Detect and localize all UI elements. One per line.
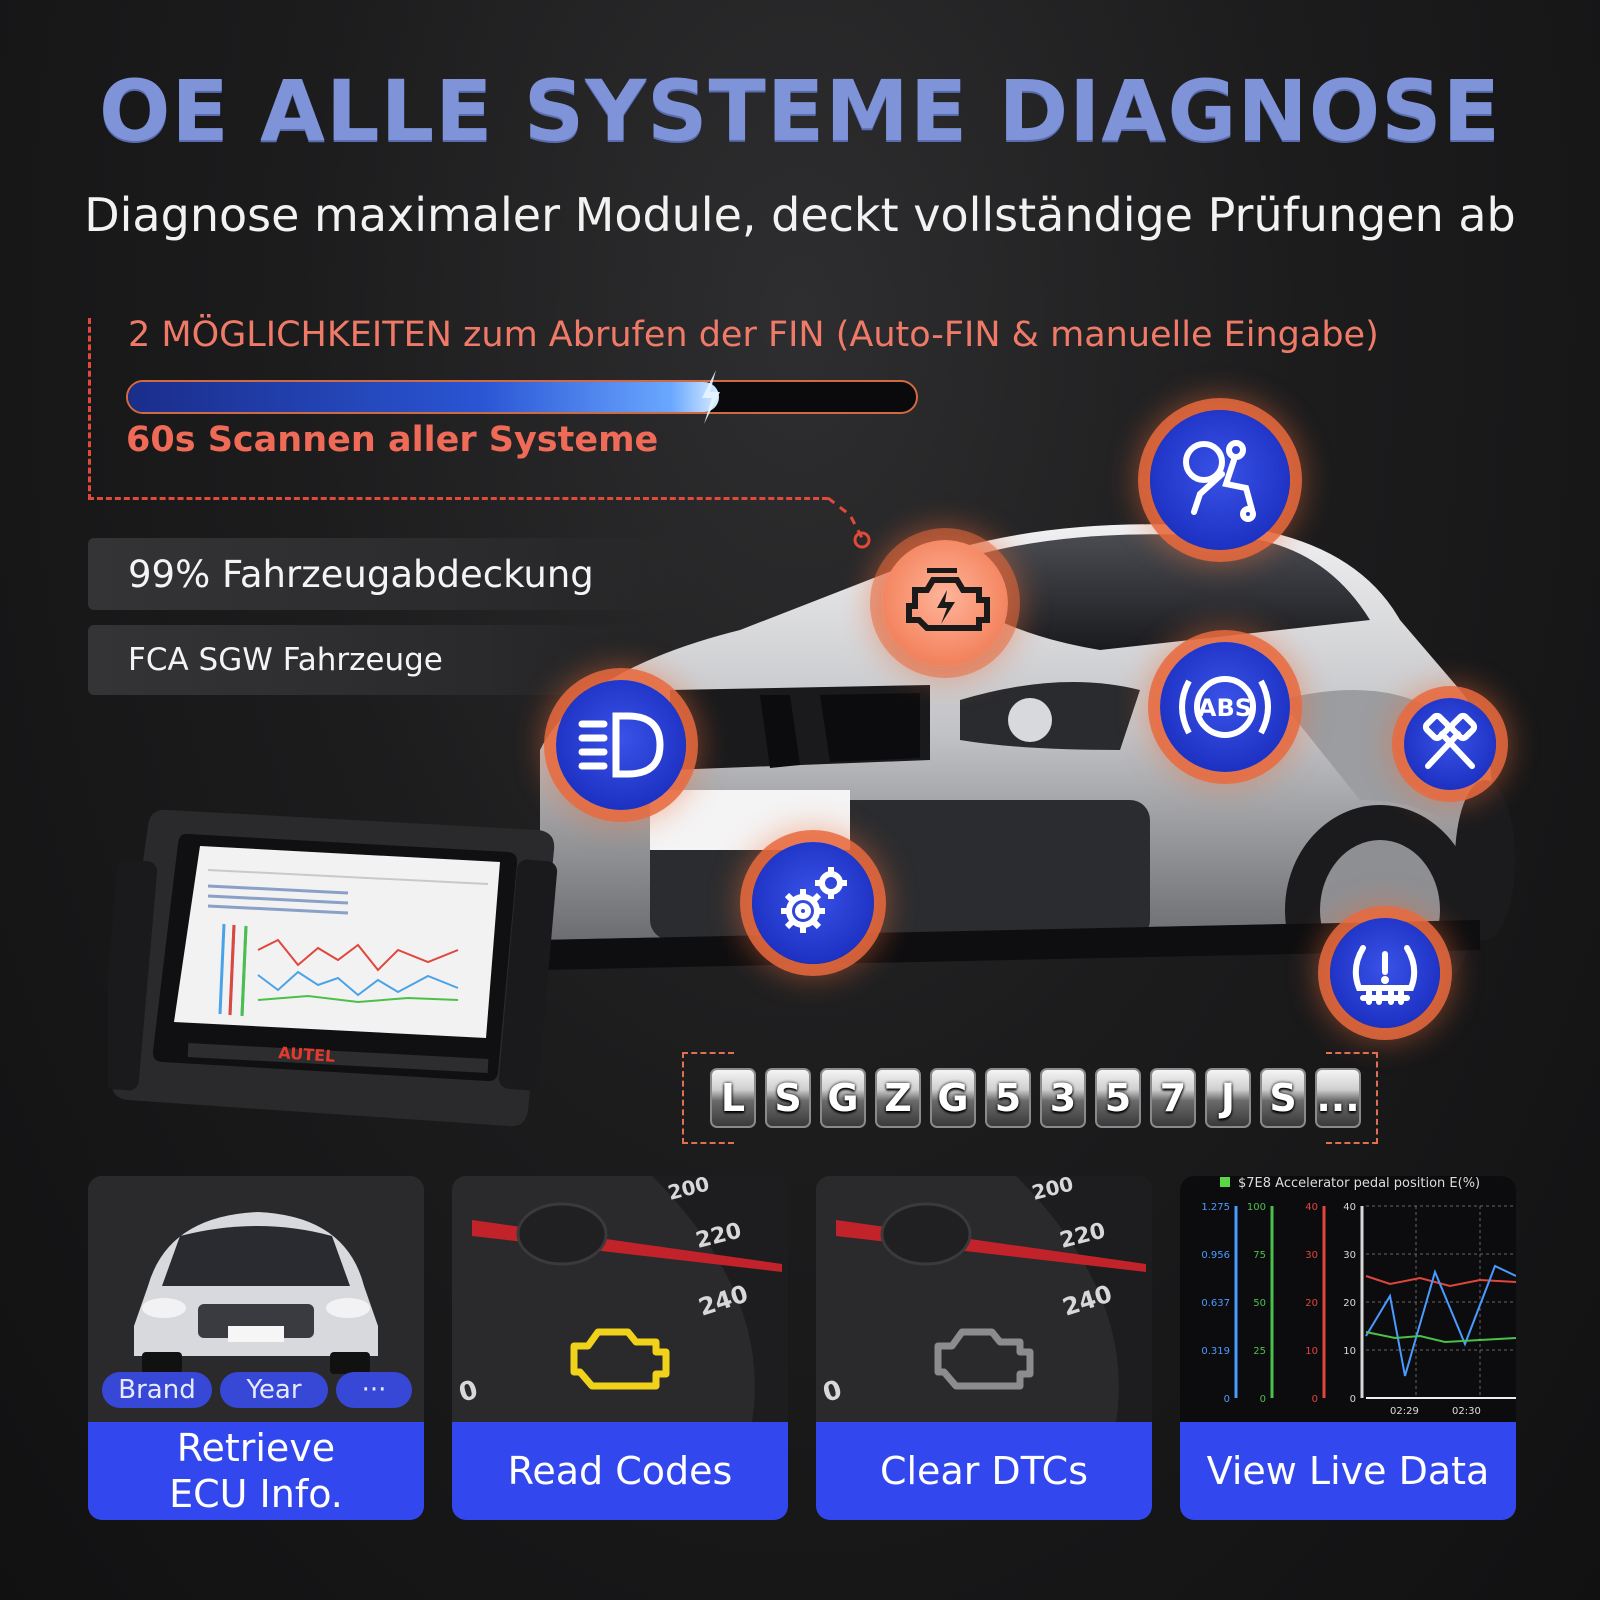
vin-char-4: G [930,1068,976,1128]
time-tick-0: 02:29 [1390,1406,1419,1417]
axis-tick-axis1-1: 0.956 [1201,1250,1230,1261]
axis-tick-axis3-3: 10 [1305,1346,1318,1357]
vin-bracket-left [682,1052,734,1144]
ecu-info-chips: Brand Year ··· [102,1372,412,1408]
vin-char-7: 5 [1095,1068,1141,1128]
page-subtitle: Diagnose maximaler Module, deckt vollstä… [84,188,1516,242]
axis-tick-axis4-0: 40 [1343,1202,1356,1213]
dashboard-gauge-image: 200 220 240 0 [816,1176,1152,1422]
vin-char-9: J [1205,1068,1251,1128]
legend-text: $7E8 Accelerator pedal position E(%) [1238,1176,1481,1191]
coverage-badge-text: 99% Fahrzeugabdeckung [128,552,594,596]
fca-badge-text: FCA SGW Fahrzeuge [128,642,443,678]
series-green-line [1365,1331,1516,1344]
fin-retrieval-text: 2 MÖGLICHKEITEN zum Abrufen der FIN (Aut… [128,315,1379,355]
vin-char-2: G [820,1068,866,1128]
scan-time-text: 60s Scannen aller Systeme [126,420,659,460]
series-red-line [1365,1275,1516,1288]
live-data-graph: 1.2750.9560.6370.31901007550250403020100… [1180,1176,1516,1422]
card-label: Read Codes [452,1422,788,1520]
chip-brand: Brand [102,1372,212,1408]
scan-progress-bar [126,380,918,414]
card-label: View Live Data [1180,1422,1516,1520]
axis-tick-axis4-3: 10 [1343,1346,1356,1357]
vin-char-0: L [710,1068,756,1128]
axis-tick-axis2-2: 50 [1253,1298,1266,1309]
dashboard-gauge-image: 200 220 240 0 [452,1176,788,1422]
fca-badge: FCA SGW Fahrzeuge [88,625,648,695]
airbag-icon [1150,410,1290,550]
axis-tick-axis3-2: 20 [1305,1298,1318,1309]
gear-icon [752,842,874,964]
axis-tick-axis1-2: 0.637 [1201,1298,1230,1309]
card-label-line1: Retrieve [176,1426,336,1470]
check-engine-cleared-icon [934,1328,1034,1390]
axis-tick-axis2-0: 100 [1247,1202,1266,1213]
axis-tick-axis2-4: 0 [1260,1394,1266,1405]
tpms-icon [1330,918,1440,1028]
vin-char-10: S [1260,1068,1306,1128]
card-label: Clear DTCs [816,1422,1152,1520]
series-blue-line [1365,1264,1516,1377]
headlight-icon [556,680,686,810]
spark-icon [702,370,720,424]
svg-text:ABS: ABS [1198,694,1252,722]
chip-year: Year [220,1372,328,1408]
page-title: OE ALLE SYSTEME DIAGNOSE [99,62,1501,160]
legend-swatch [1220,1177,1230,1187]
live-data-legend: $7E8 Accelerator pedal position E(%) [1220,1176,1480,1191]
card-clear-dtcs[interactable]: 200 220 240 0 Clear DTCs [816,1176,1152,1520]
tablet-brand-label: AUTEL [278,1043,336,1066]
axis-tick-axis4-2: 20 [1343,1298,1356,1309]
vin-char-1: S [765,1068,811,1128]
vin-char-5: 5 [985,1068,1031,1128]
chip-more: ··· [336,1372,412,1408]
time-tick-1: 02:30 [1452,1406,1481,1417]
axis-tick-axis3-4: 0 [1312,1394,1318,1405]
scan-progress-fill [128,382,719,412]
vin-char-6: 3 [1040,1068,1086,1128]
vin-char-8: 7 [1150,1068,1196,1128]
axis-tick-axis1-4: 0 [1224,1394,1230,1405]
vin-bracket-right [1326,1052,1378,1144]
axis-tick-axis4-1: 30 [1343,1250,1356,1261]
axis-tick-axis2-1: 75 [1253,1250,1266,1261]
axis-tick-axis3-0: 40 [1305,1202,1318,1213]
abs-icon: ABS [1160,642,1290,772]
vin-char-11: ... [1315,1068,1361,1128]
axis-tick-axis4-4: 0 [1350,1394,1356,1405]
vin-char-3: Z [875,1068,921,1128]
axis-tick-axis3-1: 30 [1305,1250,1318,1261]
card-label-line2: ECU Info. [169,1472,343,1516]
axis-tick-axis2-3: 25 [1253,1346,1266,1357]
engine-icon [882,540,1008,666]
card-read-codes[interactable]: 200 220 240 0 Read Codes [452,1176,788,1520]
scan-panel-frame [88,318,828,500]
check-engine-warning-icon [570,1328,670,1390]
axis-tick-axis1-3: 0.319 [1201,1346,1230,1357]
coverage-badge: 99% Fahrzeugabdeckung [88,538,698,610]
diagnostic-tablet: AUTEL [108,809,558,1127]
transmission-icon [1404,698,1496,790]
axis-tick-axis1-0: 1.275 [1201,1202,1230,1213]
